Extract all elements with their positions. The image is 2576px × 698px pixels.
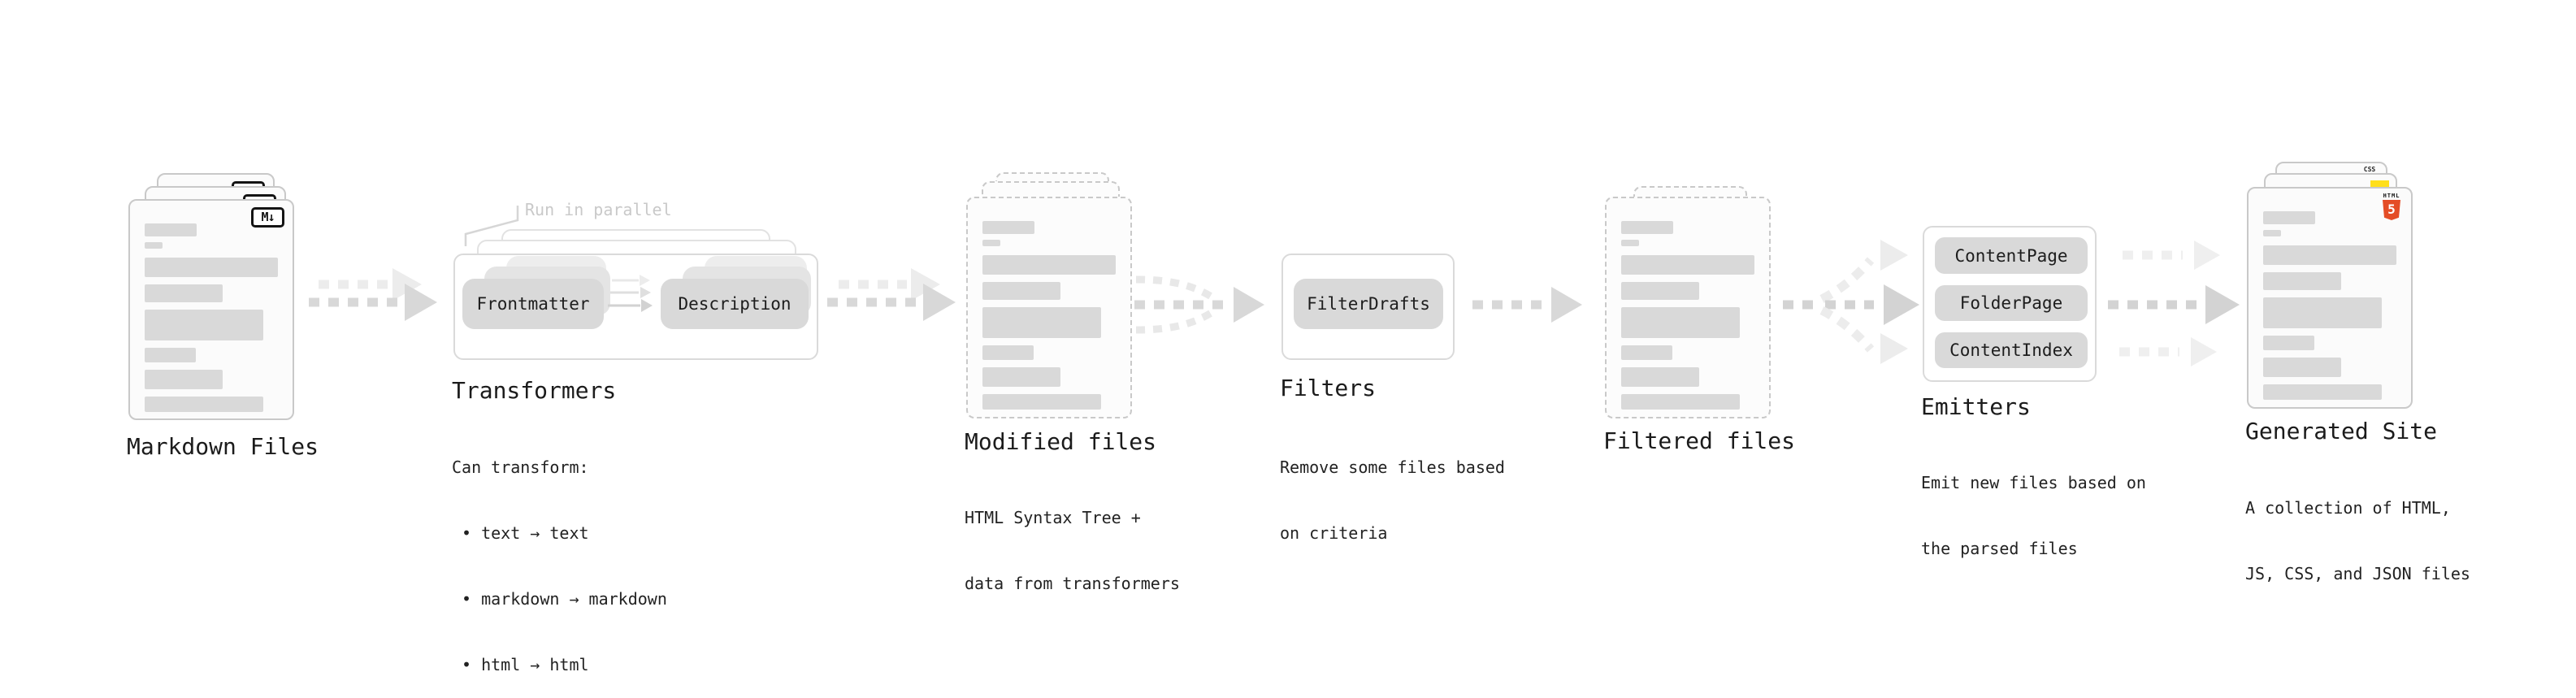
generated-site-stack: CSS HTML 5 [2247,162,2413,410]
placeholder-bar [982,240,1000,246]
placeholder-bar [2263,384,2382,400]
generated-site-description: A collection of HTML, JS, CSS, and JSON … [2245,453,2470,607]
emitters-description-line: the parsed files [1921,539,2078,558]
placeholder-bar [145,258,278,277]
js-icon [2370,180,2389,189]
placeholder-bar [982,345,1034,360]
markdown-files-title: Markdown Files [127,433,319,460]
placeholder-bar [1621,307,1740,338]
transformers-bullet: • html → html [462,655,589,674]
flow-arrow-transformers-to-modified-icon [827,284,956,321]
flow-arrow-modified-to-filters-merge-icon [1134,275,1264,334]
flow-arrow-emitters-to-site-middle-icon [2108,285,2240,324]
emitter-box-contentindex: ContentIndex [1935,332,2088,368]
modified-files-description-line: HTML Syntax Tree + [965,508,1141,527]
placeholder-bar [982,367,1060,387]
placeholder-bar [1621,221,1673,234]
flow-arrow-transformers-to-modified-faint-icon [839,268,940,301]
emitter-box-contentpage: ContentPage [1935,237,2088,274]
placeholder-bar [2263,358,2341,377]
placeholder-bar [145,397,263,412]
placeholder-bar [145,284,223,302]
placeholder-bar [2263,272,2341,290]
flow-arrow-emitters-to-site-bottom-icon [2119,337,2217,366]
placeholder-bar [982,394,1101,410]
filters-container: FilterDrafts [1281,254,1455,360]
modified-files-description-line: data from transformers [965,574,1180,593]
placeholder-bar [982,282,1060,300]
generated-site-description-line: A collection of HTML, [2245,498,2451,518]
document-sheet-front: M↓ [128,199,294,420]
placeholder-bar [2263,336,2314,350]
html5-shield: 5 [2383,200,2400,220]
placeholder-bar [982,221,1034,234]
pipeline-diagram-canvas: { "diagram": { "annotation": { "run_in_p… [127,162,2470,674]
modified-files-stack [966,172,1132,420]
filters-description: Remove some files based on criteria [1280,413,1505,566]
filter-box-filterdrafts: FilterDrafts [1294,279,1443,329]
html5-word: HTML [2383,193,2400,199]
flow-arrow-markdown-to-transformers-icon [309,284,437,321]
placeholder-bar [1621,394,1740,410]
placeholder-bar [145,242,163,249]
transformers-title: Transformers [452,377,617,404]
placeholder-bar [2263,211,2315,224]
modified-files-title: Modified files [965,428,1157,455]
placeholder-bar [2263,297,2382,328]
filters-title: Filters [1280,375,1377,401]
placeholder-bar [145,223,197,236]
placeholder-bar [1621,255,1754,275]
transformers-bullet: • text → text [462,523,589,543]
document-sheet-front [1605,197,1771,418]
flow-arrow-filters-to-filtered-icon [1472,287,1582,323]
emitters-title: Emitters [1921,393,2031,420]
flow-arrow-filtered-to-emitters-split-icon [1783,240,1919,364]
modified-files-description: HTML Syntax Tree + data from transformer… [965,463,1180,617]
flow-arrow-markdown-to-transformers-faint-icon [319,268,422,301]
filters-description-line: on criteria [1280,523,1388,543]
transformers-bullet: • markdown → markdown [462,589,667,609]
placeholder-bar [1621,367,1699,387]
placeholder-bar [145,370,223,389]
flow-arrow-emitters-to-site-top-icon [2123,241,2220,270]
generated-site-title: Generated Site [2245,418,2438,444]
placeholder-bar [2263,230,2281,236]
placeholder-bar [1621,345,1672,360]
html5-icon: HTML 5 [2381,193,2402,220]
markdown-icon: M↓ [251,207,284,228]
transformer-box-description: Description [661,279,809,329]
placeholder-bar [982,255,1116,275]
generated-site-description-line: JS, CSS, and JSON files [2245,564,2470,583]
filters-description-line: Remove some files based [1280,457,1505,477]
placeholder-bar [145,310,263,340]
filtered-files-stack [1605,186,1771,420]
placeholder-bar [145,348,196,362]
transformers-description-line: Can transform: [452,457,589,477]
transformer-box-frontmatter: Frontmatter [462,279,604,329]
emitter-box-folderpage: FolderPage [1935,285,2088,321]
document-sheet-front: HTML 5 [2247,187,2413,409]
run-in-parallel-annotation: Run in parallel [525,200,672,219]
placeholder-bar [2263,245,2396,265]
emitters-description-line: Emit new files based on [1921,473,2146,492]
placeholder-bar [1621,240,1639,246]
markdown-files-stack: M↓ M↓ M↓ [128,173,294,420]
document-sheet-front [966,197,1132,418]
placeholder-bar [1621,282,1699,300]
transformers-description: Can transform: • text → text • markdown … [452,413,667,698]
emitters-container: ContentPage FolderPage ContentIndex [1923,226,2097,382]
emitters-description: Emit new files based on the parsed files [1921,428,2146,582]
transformers-stack: Frontmatter Description [453,229,827,367]
filtered-files-title: Filtered files [1603,427,1796,454]
placeholder-bar [982,307,1101,338]
